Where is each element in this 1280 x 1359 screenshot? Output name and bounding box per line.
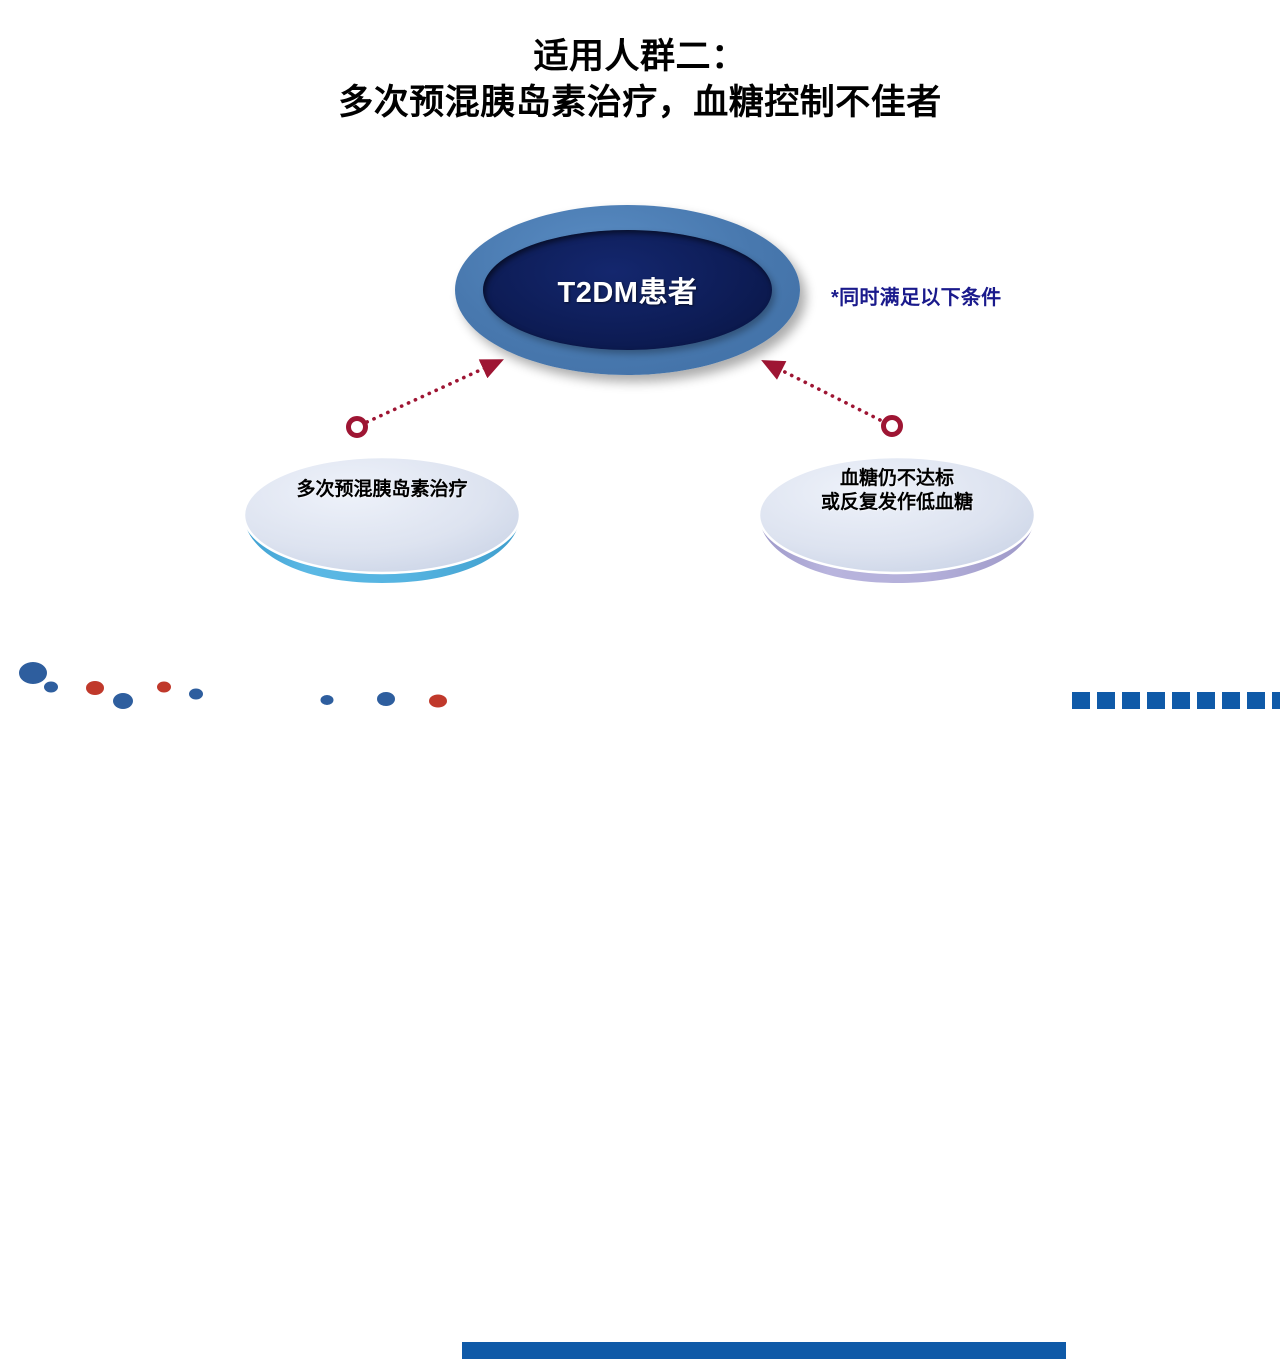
condition-left-line-1: 多次预混胰岛素治疗 <box>296 479 468 500</box>
footer-dot <box>377 692 395 706</box>
connector-origin-marker-right <box>881 415 903 437</box>
footer-dot <box>429 694 447 708</box>
footer-bar-dash <box>1247 692 1265 709</box>
central-node[interactable]: T2DM患者 <box>455 205 800 375</box>
footer-bar-solid <box>462 1342 1066 1359</box>
connector-origin-marker-left <box>346 416 368 438</box>
footer-bar-dash <box>1097 692 1115 709</box>
central-node-core: T2DM患者 <box>483 230 772 350</box>
title-line-secondary: 多次预混胰岛素治疗，血糖控制不佳者 <box>338 83 942 123</box>
footer-bar-dashes <box>0 650 1280 720</box>
footer-bar-dash <box>1272 692 1280 709</box>
footer-decoration <box>0 650 1280 1359</box>
side-note-text: *同时满足以下条件 <box>831 287 1002 309</box>
footer-dot <box>113 693 133 709</box>
page-title: 适用人群二： 多次预混胰岛素治疗，血糖控制不佳者 <box>0 34 1280 126</box>
condition-shape-left[interactable]: 多次预混胰岛素治疗 <box>238 443 526 593</box>
footer-bar-dash <box>1122 692 1140 709</box>
footer-bar-dash <box>1222 692 1240 709</box>
condition-label-left: 多次预混胰岛素治疗 <box>238 478 526 502</box>
footer-bar-dash <box>1172 692 1190 709</box>
footer-dot <box>19 662 47 684</box>
footer-dot <box>44 681 58 693</box>
condition-right-line-1: 血糖仍不达标 <box>839 468 954 489</box>
footer-bar-dash <box>1147 692 1165 709</box>
condition-right-line-2: 或反复发作低血糖 <box>820 491 973 513</box>
footer-dot <box>189 688 203 700</box>
footer-dot <box>86 681 104 695</box>
footer-dot <box>320 695 334 705</box>
condition-shape-right[interactable]: 血糖仍不达标 或反复发作低血糖 <box>753 443 1041 593</box>
footer-bar-dash <box>1072 692 1090 709</box>
title-line-primary: 适用人群二： <box>533 37 747 76</box>
slide-canvas: 适用人群二： 多次预混胰岛素治疗，血糖控制不佳者 T2DM患者 *同时满足以下条… <box>0 34 1280 1359</box>
footer-dot-group <box>19 662 447 709</box>
central-node-label: T2DM患者 <box>557 277 698 309</box>
footer-dot <box>157 681 171 693</box>
footer-bar-dash <box>1197 692 1215 709</box>
condition-label-right: 血糖仍不达标 或反复发作低血糖 <box>753 467 1041 514</box>
